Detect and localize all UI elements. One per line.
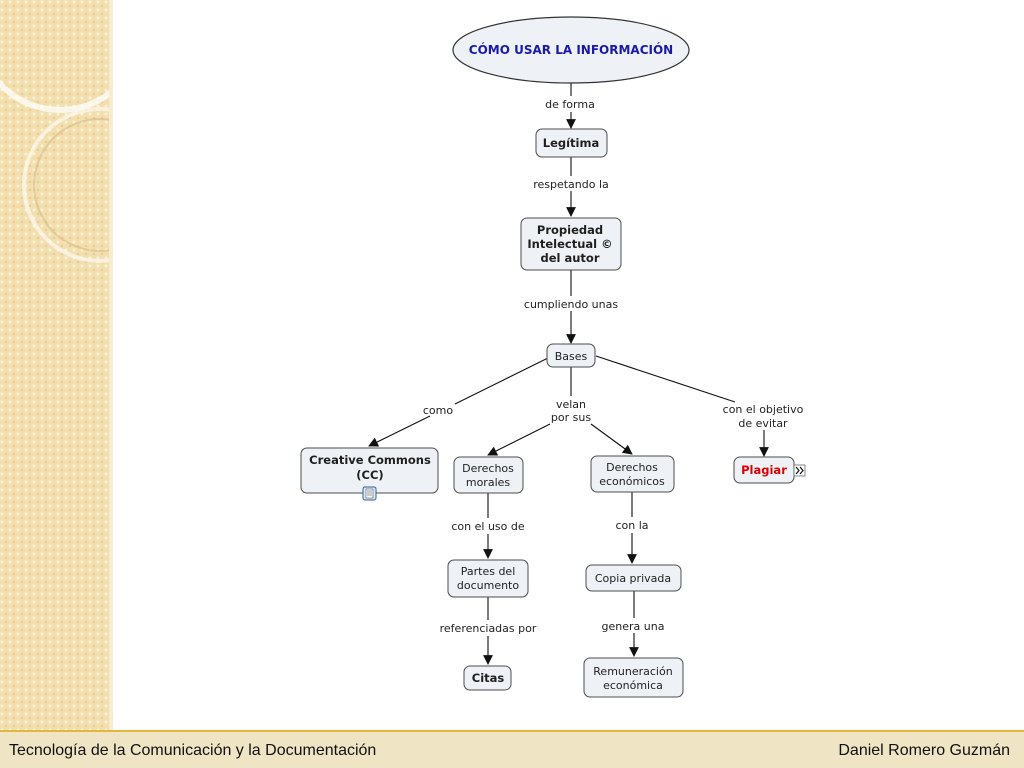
svg-text:de forma: de forma: [545, 98, 595, 111]
link-referenciadas: referenciadas por: [440, 622, 537, 635]
svg-text:con la: con la: [615, 519, 648, 532]
svg-text:morales: morales: [466, 476, 511, 489]
concept-remuneracion-economica[interactable]: Remuneración económica: [583, 657, 684, 698]
decorative-sidebar: [0, 0, 113, 730]
svg-text:Copia privada: Copia privada: [595, 572, 671, 585]
svg-text:referenciadas por: referenciadas por: [440, 622, 537, 635]
root-concept-label: CÓMO USAR LA INFORMACIÓN: [469, 42, 673, 57]
concept-creative-commons[interactable]: Creative Commons (CC): [300, 447, 439, 494]
svg-text:como: como: [423, 404, 453, 417]
concept-citas[interactable]: Citas: [463, 665, 512, 691]
link-cumpliendo: cumpliendo unas: [524, 298, 618, 311]
link-velan: velan por sus: [551, 398, 591, 424]
footer-course-title: Tecnología de la Comunicación y la Docum…: [9, 742, 377, 759]
svg-text:Creative Commons: Creative Commons: [309, 453, 431, 467]
svg-text:Remuneración: Remuneración: [593, 665, 672, 678]
expand-chevron-icon[interactable]: [793, 464, 806, 477]
footer-author: Daniel Romero Guzmán: [838, 742, 1010, 759]
sidebar-rings-decoration: [0, 79, 113, 263]
svg-text:(CC): (CC): [356, 468, 383, 482]
concept-legitima[interactable]: Legítima: [535, 128, 608, 158]
connector-lines: [368, 83, 769, 665]
svg-text:por sus: por sus: [551, 411, 591, 424]
svg-text:del autor: del autor: [541, 251, 600, 265]
root-concept[interactable]: CÓMO USAR LA INFORMACIÓN: [452, 16, 690, 84]
link-de-forma: de forma: [545, 98, 595, 111]
link-con-la: con la: [615, 519, 648, 532]
svg-text:Partes del: Partes del: [461, 565, 516, 578]
svg-text:Plagiar: Plagiar: [741, 463, 787, 477]
svg-text:Derechos: Derechos: [606, 461, 658, 474]
link-genera: genera una: [602, 620, 665, 633]
link-como: como: [423, 404, 453, 417]
svg-text:respetando la: respetando la: [533, 178, 609, 191]
svg-text:Propiedad: Propiedad: [537, 223, 603, 237]
link-objetivo: con el objetivo de evitar: [723, 403, 804, 430]
concept-derechos-morales[interactable]: Derechos morales: [453, 456, 524, 494]
svg-text:velan: velan: [556, 398, 586, 411]
svg-text:de evitar: de evitar: [738, 417, 788, 430]
svg-text:Citas: Citas: [472, 671, 505, 685]
concept-copia-privada[interactable]: Copia privada: [585, 564, 682, 592]
svg-text:Bases: Bases: [555, 350, 588, 363]
svg-text:Intelectual ©: Intelectual ©: [527, 237, 612, 251]
svg-text:Derechos: Derechos: [462, 462, 514, 475]
svg-text:económicos: económicos: [599, 475, 665, 488]
document-resource-icon[interactable]: [362, 486, 377, 501]
concept-bases[interactable]: Bases: [546, 343, 596, 368]
slide-footer: Tecnología de la Comunicación y la Docum…: [0, 730, 1024, 768]
concept-plagiar[interactable]: Plagiar: [733, 456, 795, 484]
concept-derechos-economicos[interactable]: Derechos económicos: [590, 455, 675, 493]
svg-text:económica: económica: [603, 679, 663, 692]
concept-map: CÓMO USAR LA INFORMACIÓN de forma respet…: [300, 16, 806, 698]
concept-propiedad-intelectual[interactable]: Propiedad Intelectual © del autor: [520, 217, 622, 271]
svg-text:con el objetivo: con el objetivo: [723, 403, 804, 416]
link-respetando: respetando la: [533, 178, 609, 191]
concept-partes-documento[interactable]: Partes del documento: [447, 559, 529, 598]
svg-text:genera una: genera una: [602, 620, 665, 633]
svg-text:Legítima: Legítima: [543, 136, 599, 150]
link-uso: con el uso de: [451, 520, 524, 533]
svg-text:cumpliendo unas: cumpliendo unas: [524, 298, 618, 311]
svg-text:documento: documento: [457, 579, 519, 592]
svg-text:con el uso de: con el uso de: [451, 520, 524, 533]
